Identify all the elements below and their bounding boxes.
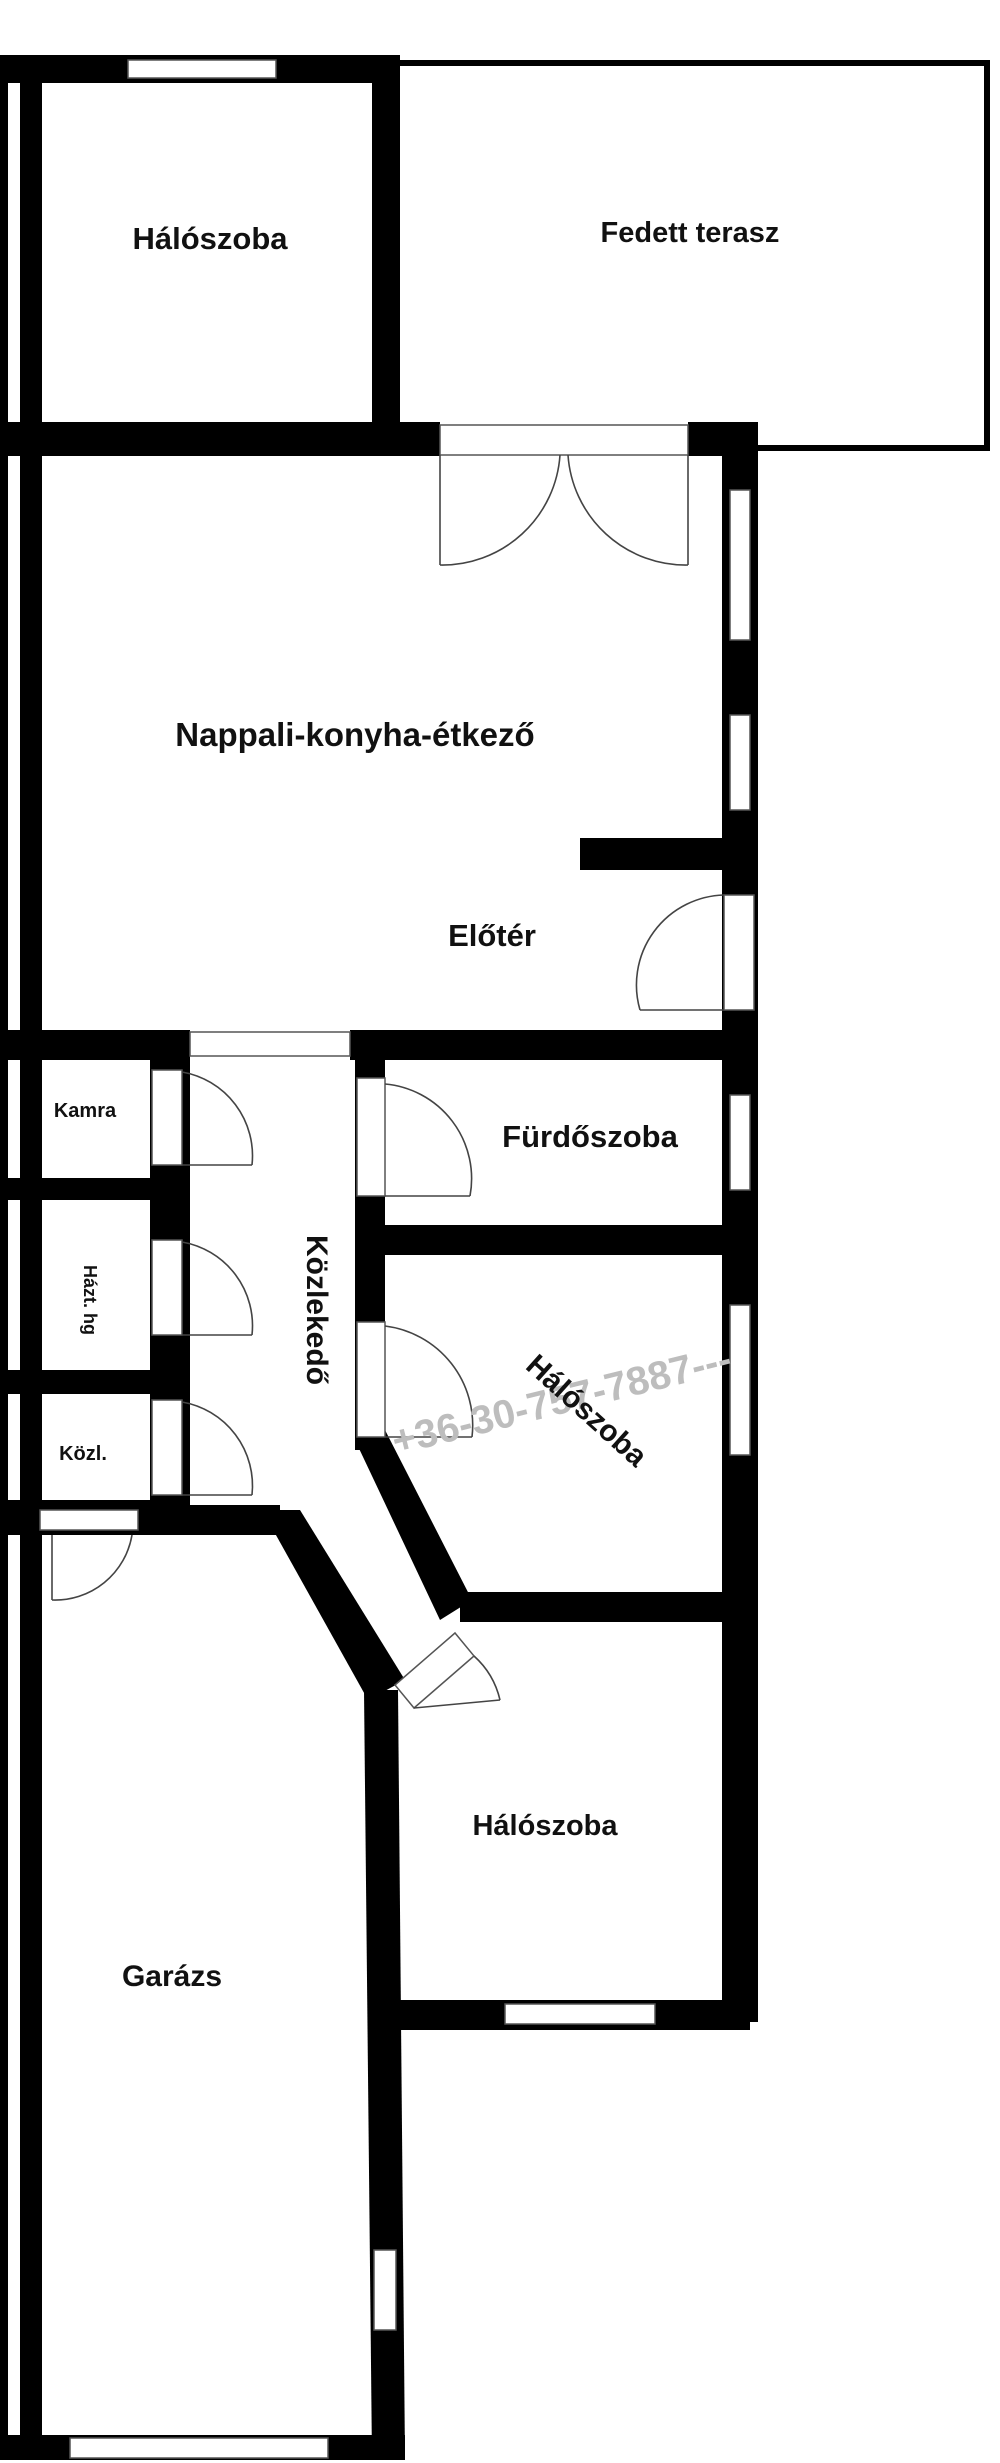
window [39,1509,139,1531]
window [69,2437,329,2459]
bedroom-middle-door [356,1321,474,1438]
room-label-entrance-hall: Előtér [448,918,536,953]
garage-door [51,1534,133,1601]
room-label-garage: Garázs [122,1960,222,1993]
bathroom-door [356,1077,473,1197]
room-label-utility: Közl. [59,1443,107,1465]
window [729,1304,751,1456]
room-label-bedroom-top: Hálószoba [132,221,288,256]
room-label-household-room: Házt. hg [80,1265,100,1335]
room-label-pantry: Kamra [54,1100,117,1122]
entrance-door [635,894,755,1011]
window [729,1094,751,1191]
pantry-door [151,1069,254,1166]
utility-door [151,1399,254,1496]
walls [0,55,990,2460]
room-label-bathroom: Fürdőszoba [502,1119,678,1154]
window [373,2249,397,2331]
window [504,2003,656,2025]
window [189,1031,351,1057]
bedroom-bottom-door [393,1631,501,1710]
doors [51,424,755,1710]
windows [39,59,751,2459]
household-room-door [151,1239,254,1336]
room-label-bedroom-bottom: Hálószoba [472,1810,618,1842]
room-label-corridor: Közlekedő [300,1235,333,1385]
window [729,489,751,641]
room-label-living-kitchen-dining: Nappali-konyha-étkező [175,716,534,753]
terrace-double-door [439,424,689,566]
room-label-covered-terrace: Fedett terasz [601,217,780,249]
window [729,714,751,811]
window [127,59,277,79]
